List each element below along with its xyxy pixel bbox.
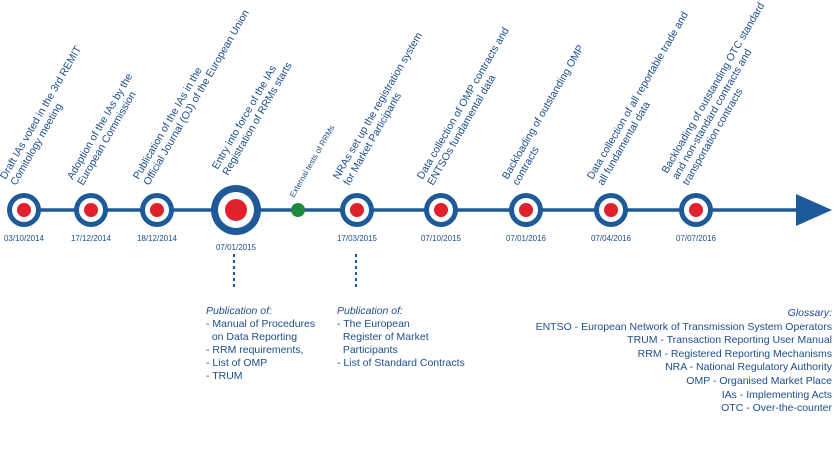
publication-2-item: - List of Standard Contracts — [337, 357, 465, 369]
milestone-label: NRAs set up the registration systemfor M… — [331, 30, 436, 187]
milestone: 07/01/2016 Backloading of outstanding OMP… — [500, 43, 597, 243]
milestone-dot — [604, 203, 618, 217]
publication-2-item: - The European — [337, 318, 410, 330]
publication-1-list: - Manual of Procedures on Data Reporting… — [206, 318, 315, 383]
milestone-label-line: External tests of RRMs — [288, 124, 337, 199]
milestone-label-line: Adoption of the IAs by the — [65, 71, 136, 181]
publication-2-item: Register of Market — [337, 331, 429, 343]
milestone-label-line: Registration of RRMs starts — [220, 60, 295, 177]
milestones: 03/10/2014 Draft IAs voted in the 3rd REM… — [0, 1, 767, 252]
milestone-label-line: ENTSOs fundamental data — [425, 73, 498, 188]
publication-1-item: - List of OMP — [206, 357, 268, 369]
milestone-dot — [84, 203, 98, 217]
milestone-date: 07/04/2016 — [591, 234, 632, 243]
glossary-heading: Glossary: — [787, 307, 832, 319]
milestone-date: 18/12/2014 — [137, 234, 178, 243]
milestone-label: Entry into force of the IAsRegistration … — [210, 54, 295, 177]
glossary: Glossary: ENTSO - European Network of Tr… — [536, 307, 832, 416]
milestone-dot — [519, 203, 533, 217]
glossary-item: ENTSO - European Network of Transmission… — [535, 320, 832, 333]
timeline-arrowhead — [796, 194, 832, 226]
milestone-date: 17/12/2014 — [71, 234, 112, 243]
glossary-item: NRA - National Regulatory Authority — [665, 361, 832, 374]
milestone-date: 07/01/2015 — [216, 243, 257, 252]
milestone-label-line: Data collection of OMP contracts and — [415, 25, 512, 181]
milestone-label-line: and non-standard contracts and — [670, 47, 755, 182]
milestone-label-line: Backloading of outstanding OMP — [500, 43, 587, 181]
milestone-label: Backloading of outstanding OMPcontracts — [500, 43, 597, 187]
milestone-date: 07/07/2016 — [676, 234, 717, 243]
milestone-label-line: Publication of the IAs in the — [131, 65, 205, 181]
milestone-marker — [291, 203, 305, 217]
publication-1-item: - RRM requirements, — [206, 344, 304, 356]
milestone: External tests of RRMs — [288, 124, 337, 217]
milestone-label-line: NRAs set up the registration system — [331, 30, 425, 181]
glossary-list: ENTSO - European Network of Transmission… — [536, 321, 832, 416]
milestone-label-line: Entry into force of the IAs — [210, 63, 279, 171]
publication-block-1: Publication of: - Manual of Procedures o… — [206, 305, 315, 383]
publication-2-item: Participants — [337, 344, 398, 356]
publication-2-list: - The European Register of Market Partic… — [337, 318, 465, 370]
glossary-item: OTC - Over-the-counter — [721, 402, 832, 415]
milestone-dot — [689, 203, 703, 217]
milestone-dot — [350, 203, 364, 217]
publication-1-item: on Data Reporting — [206, 331, 298, 343]
milestone-date: 03/10/2014 — [4, 234, 45, 243]
milestone-date: 07/01/2016 — [506, 234, 547, 243]
publication-1-heading: Publication of: — [206, 305, 272, 317]
milestone-label-line: Draft IAs voted in the 3rd REMIT — [0, 44, 84, 182]
milestone-date: 17/03/2015 — [337, 234, 378, 243]
milestone-dot — [225, 199, 247, 221]
publication-1-item: - Manual of Procedures — [206, 318, 316, 330]
milestone-date: 07/10/2015 — [421, 234, 462, 243]
milestone-dot — [17, 203, 31, 217]
glossary-item: OMP - Organised Market Place — [686, 374, 832, 387]
glossary-item: RRM - Registered Reporting Mechanisms — [637, 347, 832, 360]
publication-block-2: Publication of: - The European Register … — [337, 305, 465, 370]
milestone-dot — [150, 203, 164, 217]
glossary-item: IAs - Implementing Acts — [721, 388, 832, 401]
glossary-item: TRUM - Transaction Reporting User Manual — [627, 334, 832, 347]
publication-1-item: - TRUM — [206, 370, 243, 382]
milestone-label: External tests of RRMs — [288, 124, 337, 199]
milestone-dot — [434, 203, 448, 217]
publication-2-heading: Publication of: — [337, 305, 403, 317]
milestone: 07/01/2015 Entry into force of the IAsReg… — [210, 54, 295, 252]
